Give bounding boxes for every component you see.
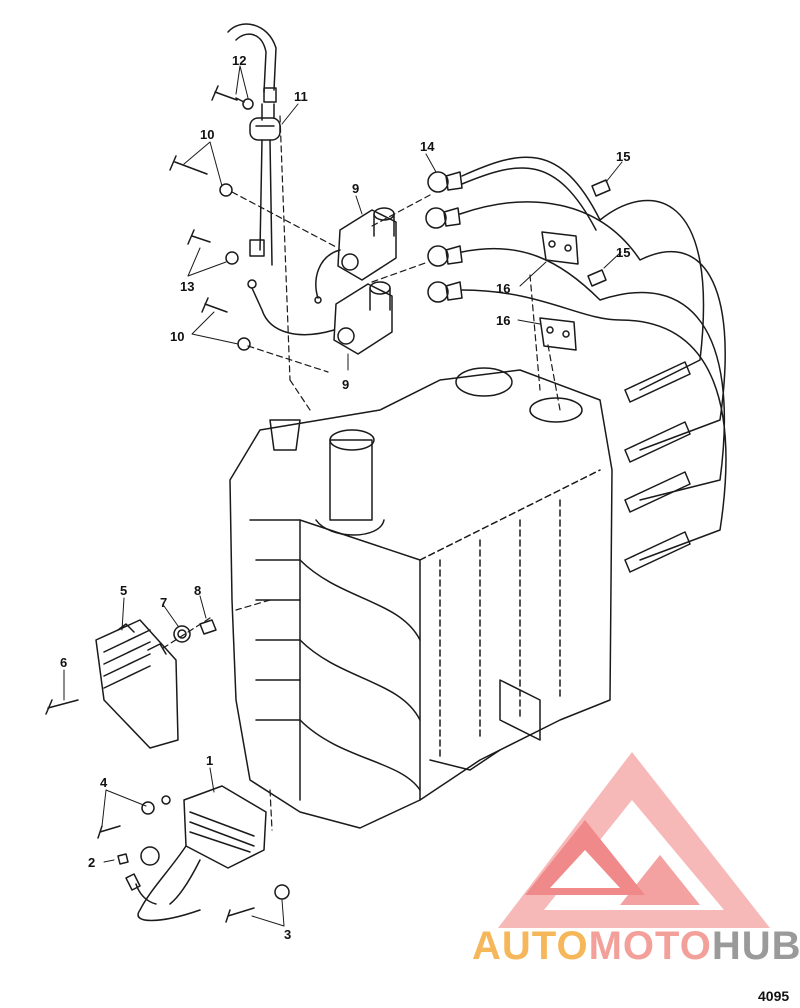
lead-brackets [539,231,579,351]
callout-9-upper: 9 [352,181,360,196]
callout-11: 11 [294,89,308,104]
callout-4: 4 [100,775,108,790]
ignition-coil-lower [247,279,393,355]
bolts-left [169,85,254,351]
top-harness [227,23,277,121]
voltage-regulator [125,785,267,922]
callout-3: 3 [284,927,292,942]
switch-box-hardware [45,619,217,715]
watermark-hub: HUB [711,924,800,968]
callout-1: 1 [206,753,214,768]
callout-6: 6 [60,655,68,670]
wire-clips [587,179,611,287]
watermark-auto: AUTO [472,924,589,968]
harness-clamp [249,117,281,266]
callout-8: 8 [194,583,202,598]
spark-plug-leads [425,156,727,573]
callout-16-lower: 16 [496,313,511,328]
watermark-logo [498,752,770,928]
callout-10-upper: 10 [200,127,215,142]
callout-15-upper: 15 [616,149,631,164]
leader-lines [159,115,561,831]
watermark-moto: MOTO [588,924,712,968]
callout-2: 2 [88,855,96,870]
powerhead-block [229,367,613,829]
callout-10-lower: 10 [170,329,185,344]
callout-9-lower: 9 [342,377,350,392]
callout-13: 13 [180,279,195,294]
callout-14: 14 [420,139,435,154]
callout-leaders [63,65,623,927]
ignition-coil-upper [314,207,397,304]
callout-7: 7 [160,595,168,610]
callout-16-upper: 16 [496,281,511,296]
callout-5: 5 [120,583,128,598]
callout-12: 12 [232,53,247,68]
callout-15-lower: 15 [616,245,631,260]
figure-number: 4095 [758,988,790,1004]
switch-box [95,619,179,749]
regulator-hardware [97,795,290,923]
watermark-text: AUTOMOTOHUB [472,926,800,966]
